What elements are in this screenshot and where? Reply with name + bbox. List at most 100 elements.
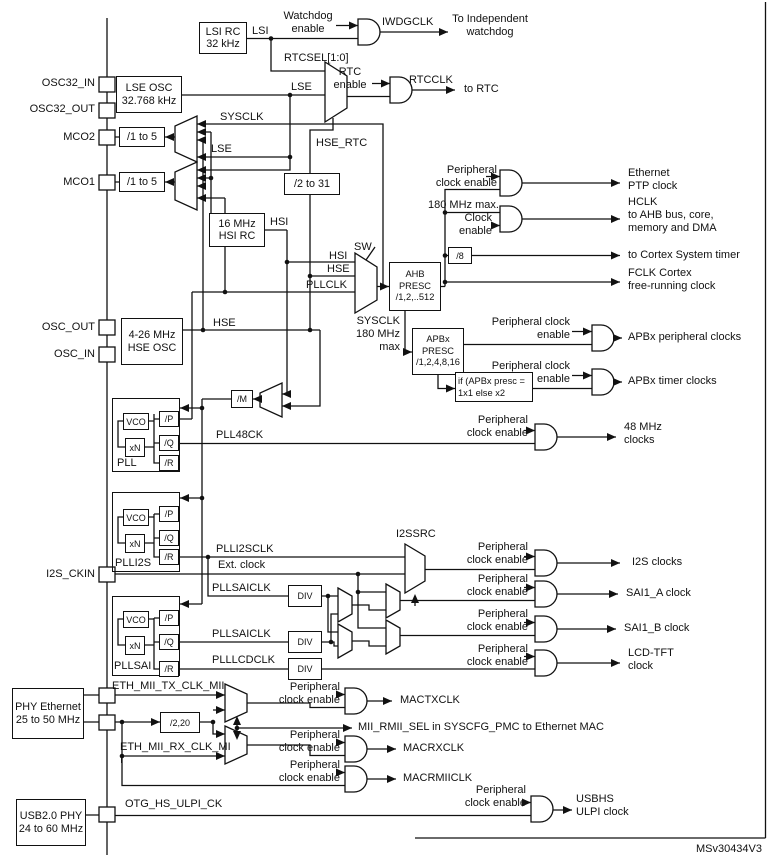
sw-hsi-label: HSI [329, 250, 348, 262]
i2ssrc-label: I2SSRC [396, 528, 436, 540]
fclk-label: FCLK Cortex free-running clock [628, 267, 716, 292]
lcd-peripheral-enable-label: Peripheral clock enable [466, 643, 528, 668]
mux-sw [354, 251, 378, 315]
lse-osc-box: LSE OSC 32.768 kHz [116, 76, 182, 113]
apbx-timer-clocks-label: APBx timer clocks [628, 375, 717, 387]
and-gate-eth-ptp [499, 169, 523, 197]
pin-label-osc-out: OSC_OUT [41, 321, 95, 333]
ethernet-ptp-clock-label: Ethernet PTP clock [628, 167, 678, 192]
and-gate-sai1-a [534, 580, 558, 608]
sw-pllclk-label: PLLCLK [306, 279, 347, 291]
mco1-divider-box: /1 to 5 [119, 172, 165, 192]
macrmiiclk-label: MACRMIICLK [403, 772, 473, 784]
mux-rtcsel [324, 60, 348, 124]
to-rtc-label: to RTC [464, 83, 499, 95]
and-gate-macrmiiclk [344, 765, 368, 793]
lse-signal-label: LSE [291, 81, 312, 93]
pll48ck-label: PLL48CK [216, 429, 264, 441]
div8-box: /8 [448, 247, 472, 264]
pin-mco1 [98, 174, 116, 191]
eth-tx-clk-label: ETH_MII_TX_CLK_MII [112, 680, 225, 692]
plli2s-label: PLLI2S [115, 557, 152, 569]
junction-dots [119, 36, 448, 759]
apbx-timer-multiplier-box: if (APBx presc = 1x1 else x2 [455, 372, 533, 402]
plli2s-r-divider: /R [159, 549, 179, 565]
pin-label-mco1: MCO1 [63, 176, 95, 188]
pin-usb-pin [98, 806, 116, 823]
plli2s-block [112, 492, 180, 572]
hsi-signal-label: HSI [270, 216, 289, 228]
hclk-label: HCLK to AHB bus, core, memory and DMA [628, 196, 717, 234]
sai-div1-box: DIV [288, 585, 322, 607]
180mhz-max-label: 180 MHz max. [428, 199, 499, 211]
mactx-peripheral-enable-label: Peripheral clock enable [278, 681, 340, 706]
hse-signal-label: HSE [213, 317, 236, 329]
48mhz-peripheral-enable-label: Peripheral clock enable [466, 414, 528, 439]
pin-label-i2s-ckin: I2S_CKIN [46, 568, 95, 580]
and-gate-lcd-tft [534, 649, 558, 677]
lsi-signal-label: LSI [252, 25, 269, 37]
i2s-peripheral-enable-label: Peripheral clock enable [466, 541, 528, 566]
rtcsel-label: RTCSEL[1:0] [284, 52, 349, 64]
ext-clock-label: Ext. clock [218, 559, 266, 571]
cortex-system-timer-label: to Cortex System timer [628, 249, 740, 261]
and-gate-i2s [534, 549, 558, 577]
plli2sclk-label: PLLI2SCLK [216, 543, 274, 555]
and-gate-iwdgclk [357, 18, 381, 46]
and-gate-48mhz [534, 423, 558, 451]
mux-eth-tx [224, 682, 248, 724]
pll-block [112, 398, 180, 472]
sai1-b-clock-label: SAI1_B clock [624, 622, 690, 634]
lcd-div-box: DIV [288, 658, 322, 680]
phy-ethernet-box: PHY Ethernet 25 to 50 MHz [12, 688, 84, 739]
48mhz-clocks-label: 48 MHz clocks [624, 421, 662, 446]
mii-rmii-sel-label: MII_RMII_SEL in SYSCFG_PMC to Ethernet M… [358, 721, 604, 733]
mux-mco2 [174, 114, 198, 164]
rtcclk-label: RTCCLK [409, 74, 453, 86]
apbx-peripheral-enable-label: Peripheral clock enable [491, 316, 570, 341]
pllsaiclk1-label: PLLSAICLK [212, 582, 271, 594]
plli2s-p-divider: /P [159, 506, 179, 522]
hsi-rc-box: 16 MHz HSI RC [209, 213, 265, 247]
and-gate-hclk [499, 205, 523, 233]
otg-hs-ulpi-label: OTG_HS_ULPI_CK [125, 798, 223, 810]
pll-q-divider: /Q [159, 435, 179, 451]
and-gate-mactxclk [344, 687, 368, 715]
pllsaiclk2-label: PLLSAICLK [212, 628, 271, 640]
ahb-prescaler-box: AHB PRESC /1,2,..512 [389, 262, 441, 311]
sai-a-peripheral-enable-label: Peripheral clock enable [466, 573, 528, 598]
apbx-timer-enable-label: Peripheral clock enable [491, 360, 570, 385]
figure-code: MSv30434V3 [695, 843, 762, 855]
pin-label-mco2: MCO2 [63, 131, 95, 143]
pll-vco-box: VCO [123, 413, 149, 430]
pin-osc-in [98, 346, 116, 363]
and-gate-usbhs [530, 795, 554, 823]
pin-osc32-in [98, 76, 116, 93]
i2s-clocks-label: I2S clocks [632, 556, 683, 568]
apbx-peripheral-clocks-label: APBx peripheral clocks [628, 331, 742, 343]
plllcdclk-label: PLLLCDCLK [212, 654, 275, 666]
sw-hse-label: HSE [327, 263, 350, 275]
eth-divider-box: /2,20 [160, 712, 200, 733]
mux-sai-l1 [337, 586, 353, 624]
macrxclk-label: MACRXCLK [403, 742, 465, 754]
pin-mco2 [98, 129, 116, 146]
mux-pll-source [259, 381, 283, 419]
pllsai-p-divider: /P [159, 610, 179, 626]
sw-label: SW [354, 241, 372, 253]
pllsai-q-divider: /Q [159, 634, 179, 650]
pin-osc32-out [98, 102, 116, 119]
pin-i2s-ckin [98, 566, 116, 583]
mco2-divider-box: /1 to 5 [119, 127, 165, 147]
pll-label: PLL [117, 457, 137, 469]
macrx-peripheral-enable-label: Peripheral clock enable [278, 729, 340, 754]
eth-rx-clk-label: ETH_MII_RX_CLK_MI I [120, 741, 231, 766]
and-gate-apbx-peripheral [591, 324, 615, 352]
pllsai-block [112, 596, 180, 676]
and-gate-sai1-b [534, 615, 558, 643]
pllsai-vco-box: VCO [123, 611, 149, 628]
usb-peripheral-enable-label: Peripheral clock enable [464, 784, 526, 809]
pll-m-divider-box: /M [231, 390, 253, 408]
pll-xn-box: xN [125, 438, 145, 457]
